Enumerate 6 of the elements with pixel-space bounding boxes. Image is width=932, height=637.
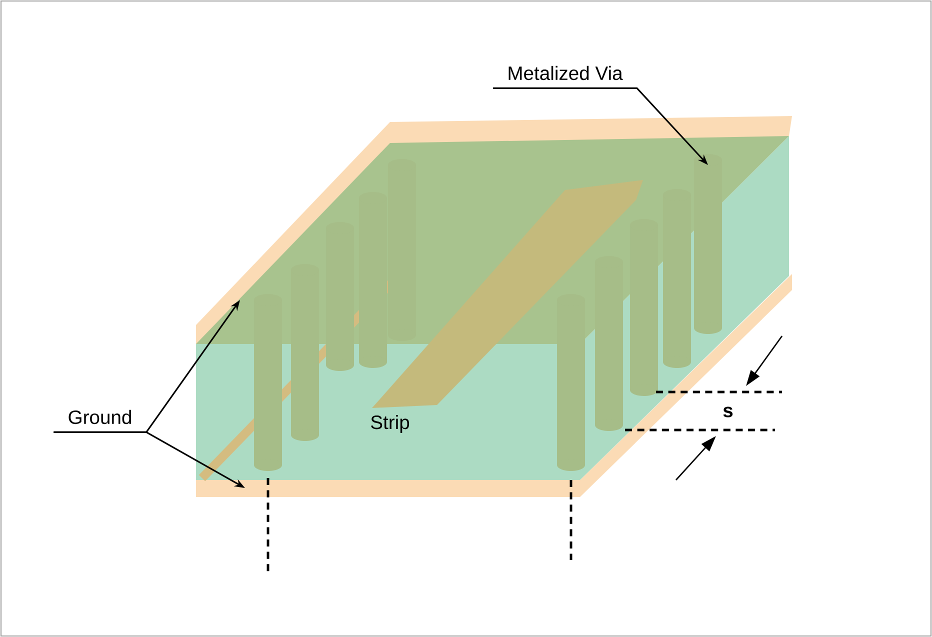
- ground-plane: [196, 274, 792, 497]
- dimension-label: s: [723, 406, 733, 418]
- via-cylinder: [694, 154, 722, 334]
- strip-label: Strip: [371, 415, 410, 433]
- callout-text: Metalized Via: [508, 66, 623, 80]
- callout-text: Ground: [68, 410, 131, 424]
